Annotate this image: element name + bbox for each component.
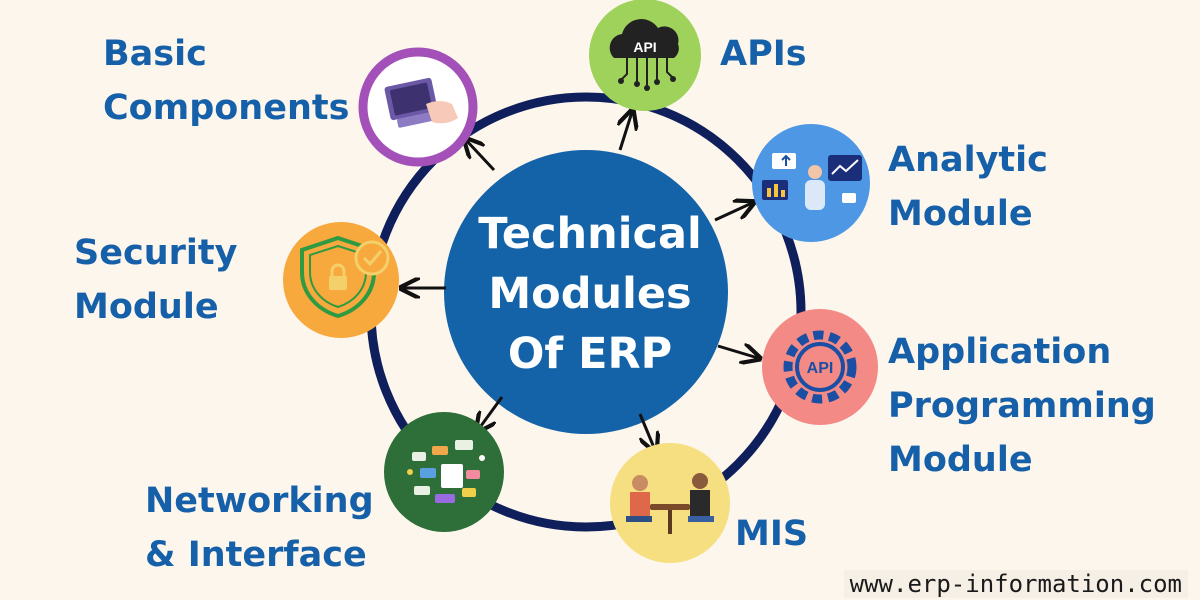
- application-badge-text: API: [807, 360, 834, 377]
- arrows: [403, 112, 758, 450]
- label-analytic-module: Analytic Module: [888, 140, 1048, 234]
- center-title: Technical Modules Of ERP: [478, 209, 702, 379]
- label-networking-interface: Networking & Interface: [145, 481, 374, 575]
- apis-badge-text: API: [633, 39, 656, 55]
- node-application-programming-module: API: [762, 309, 878, 425]
- node-apis: API: [589, 0, 701, 111]
- arrow-mis: [638, 413, 655, 450]
- center-circle: [444, 150, 728, 434]
- arrow-networking: [478, 396, 504, 430]
- shield-lock-icon: [300, 235, 390, 319]
- label-application-programming-module: Application Programming Module: [888, 332, 1156, 480]
- cloud-api-icon: API: [609, 19, 679, 91]
- label-apis: APIs: [720, 34, 807, 74]
- arrow-apis: [620, 112, 632, 151]
- watermark: www.erp-information.com: [843, 570, 1188, 598]
- label-mis: MIS: [735, 514, 809, 554]
- arrow-basic: [466, 140, 496, 172]
- label-security-module: Security Module: [74, 233, 238, 327]
- label-basic-components: Basic Components: [103, 34, 350, 128]
- meeting-icon: [626, 473, 714, 534]
- arrow-analytic: [714, 203, 752, 222]
- node-basic-components: [358, 47, 478, 167]
- arrow-application: [717, 346, 758, 358]
- network-interface-icon: [407, 440, 485, 503]
- api-gear-icon: API: [783, 330, 857, 404]
- laptop-icon: [384, 77, 458, 128]
- analytics-dashboard-icon: [762, 153, 862, 210]
- node-security-module: [283, 222, 399, 338]
- node-networking-interface: [384, 412, 504, 532]
- node-analytic-module: [752, 124, 870, 242]
- node-mis: [610, 443, 730, 563]
